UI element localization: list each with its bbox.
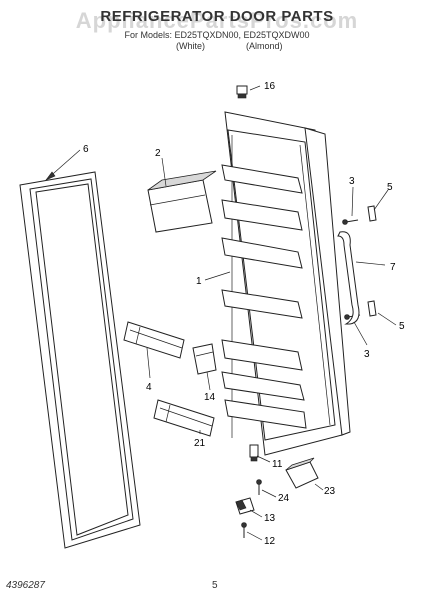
bin-front-part (123, 321, 185, 359)
bin-front-lower-part (153, 399, 215, 437)
model-numbers: For Models: ED25TQXDN00, ED25TQXDW00 (124, 30, 310, 40)
callout-7: 7 (390, 262, 396, 273)
callout-12: 12 (264, 536, 276, 547)
watermark: AppliancePartsPros.com (75, 8, 359, 33)
callout-21: 21 (194, 438, 206, 449)
callout-1: 1 (196, 276, 202, 287)
dairy-door-part (147, 170, 217, 233)
door-shelves (221, 164, 307, 429)
leader-lines (45, 85, 397, 541)
diagram-title: REFRIGERATOR DOOR PARTS (100, 8, 334, 25)
variant-white: (White) (176, 41, 205, 51)
door-handle-part (337, 231, 360, 325)
lower-screw-part (241, 522, 247, 538)
callout-13: 13 (264, 513, 276, 524)
callout-24: 24 (278, 493, 290, 504)
hinge-block-part (235, 497, 255, 515)
callout-5-upper: 5 (387, 182, 393, 193)
callout-labels: 6 2 16 1 3 5 7 5 3 4 14 21 11 23 24 13 1… (83, 81, 405, 547)
callout-14: 14 (204, 392, 216, 403)
callout-11: 11 (272, 459, 283, 470)
page-number: 5 (212, 580, 218, 591)
callout-2: 2 (155, 148, 161, 159)
bin-clip-part (192, 343, 217, 375)
callout-3-lower: 3 (364, 349, 370, 360)
variant-almond: (Almond) (246, 41, 283, 51)
door-gasket (19, 171, 141, 549)
bottom-cover-part (285, 457, 319, 489)
screw-part (256, 479, 262, 495)
callout-4: 4 (146, 382, 152, 393)
callout-6: 6 (83, 144, 89, 155)
callout-3-upper: 3 (349, 176, 355, 187)
hinge-pin-part (249, 444, 259, 462)
document-number: 4396287 (6, 580, 45, 591)
hinge-cap-part (236, 85, 248, 99)
callout-16: 16 (264, 81, 276, 92)
callout-5-lower: 5 (399, 321, 405, 332)
callout-23: 23 (324, 486, 336, 497)
